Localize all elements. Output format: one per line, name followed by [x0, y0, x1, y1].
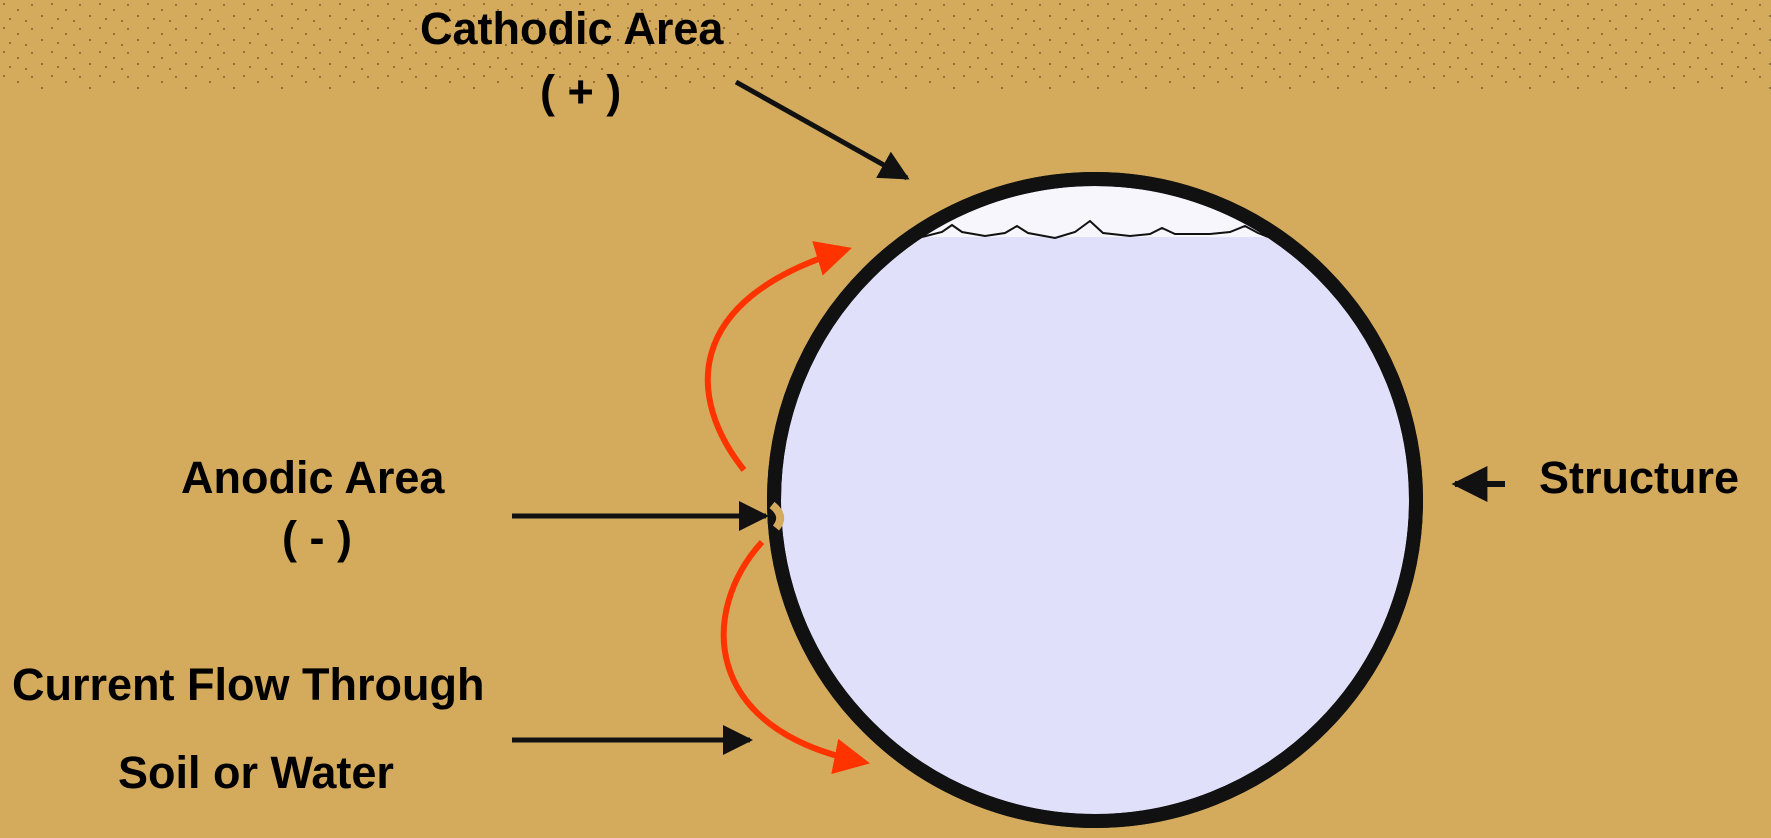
- pipe-structure: [772, 179, 1416, 821]
- cathodic-area-label: Cathodic Area: [420, 6, 723, 51]
- current-flow-label-line2: Soil or Water: [118, 750, 394, 795]
- anodic-area-label: Anodic Area: [181, 455, 444, 500]
- cathodic-air-gap: [922, 186, 1268, 237]
- anodic-sign-label: ( - ): [282, 515, 352, 560]
- cathodic-sign-label: ( + ): [540, 69, 621, 114]
- cathodic-pointer-arrow: [736, 82, 907, 178]
- soil-texture-band: [0, 0, 1771, 90]
- structure-label: Structure: [1539, 455, 1739, 500]
- current-flow-label-line1: Current Flow Through: [12, 662, 484, 707]
